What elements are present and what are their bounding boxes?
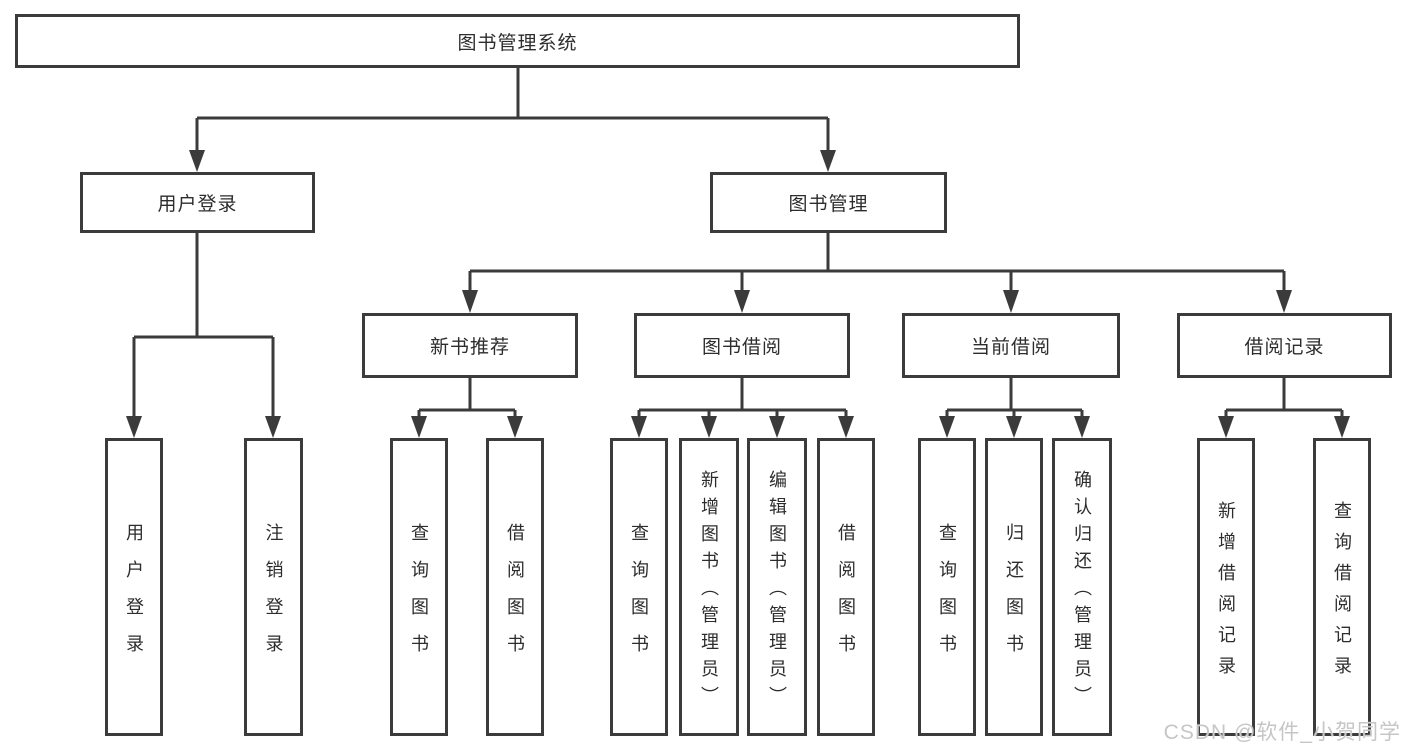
leaf-user-login: 用户登录 <box>105 438 163 736</box>
leaf-label: 归还图书 <box>1004 522 1024 671</box>
arrow-down-icon <box>265 416 281 438</box>
leaf-query-borrow-record: 查询借阅记录 <box>1313 438 1371 736</box>
arrow-down-icon <box>1074 416 1090 438</box>
leaf-confirm-return-admin: 确认归还（管理员） <box>1052 438 1112 736</box>
arrow-down-icon <box>1006 416 1022 438</box>
arrow-down-icon <box>462 290 478 313</box>
node-book-management: 图书管理 <box>710 172 947 233</box>
leaf-label: 查询图书 <box>409 522 429 671</box>
leaf-add-borrow-record: 新增借阅记录 <box>1197 438 1255 736</box>
node-new-book-recommend: 新书推荐 <box>362 313 578 378</box>
node-label: 图书管理系统 <box>457 32 578 54</box>
csdn-watermark: CSDN @软件_小贺同学 <box>1163 721 1401 744</box>
node-label: 借阅记录 <box>1244 337 1325 358</box>
arrow-down-icon <box>1276 290 1292 313</box>
arrow-down-icon <box>631 416 647 438</box>
arrow-down-icon <box>939 416 955 438</box>
leaf-return-books: 归还图书 <box>985 438 1043 736</box>
leaf-label: 查询图书 <box>629 522 649 671</box>
leaf-label: 借阅图书 <box>505 522 525 671</box>
leaf-label: 查询图书 <box>937 522 957 671</box>
node-label: 图书管理 <box>788 194 869 215</box>
leaf-label: 新增图书（管理员） <box>699 470 719 713</box>
node-current-borrow: 当前借阅 <box>902 313 1120 378</box>
arrow-down-icon <box>701 416 717 438</box>
leaf-edit-books-admin: 编辑图书（管理员） <box>747 438 807 736</box>
leaf-borrow-books: 借阅图书 <box>817 438 875 736</box>
arrow-down-icon <box>838 416 854 438</box>
leaf-borrow-books-newbook: 借阅图书 <box>486 438 544 736</box>
leaf-label: 借阅图书 <box>836 522 856 671</box>
arrow-down-icon <box>769 416 785 438</box>
arrow-down-icon <box>820 150 836 172</box>
leaf-label: 查询借阅记录 <box>1332 500 1352 687</box>
node-book-borrow: 图书借阅 <box>634 313 850 378</box>
node-user-login: 用户登录 <box>80 172 315 233</box>
leaf-query-books-borrow: 查询图书 <box>610 438 668 736</box>
node-borrow-records: 借阅记录 <box>1177 313 1392 378</box>
node-label: 用户登录 <box>157 194 238 215</box>
arrow-down-icon <box>1334 416 1350 438</box>
leaf-label: 编辑图书（管理员） <box>767 470 787 713</box>
arrow-down-icon <box>411 416 427 438</box>
leaf-logout: 注销登录 <box>244 438 303 736</box>
arrow-down-icon <box>507 416 523 438</box>
leaf-add-books-admin: 新增图书（管理员） <box>679 438 739 736</box>
arrow-down-icon <box>734 290 750 313</box>
arrow-down-icon <box>1003 290 1019 313</box>
node-label: 图书借阅 <box>701 337 782 358</box>
arrow-down-icon <box>1218 416 1234 438</box>
leaf-label: 用户登录 <box>124 522 144 671</box>
leaf-query-books-current: 查询图书 <box>918 438 976 736</box>
node-label: 当前借阅 <box>970 337 1051 358</box>
leaf-label: 注销登录 <box>263 522 284 671</box>
leaf-label: 确认归还（管理员） <box>1072 470 1092 713</box>
arrow-down-icon <box>126 416 142 438</box>
node-label: 新书推荐 <box>429 337 510 358</box>
leaf-label: 新增借阅记录 <box>1216 500 1236 687</box>
leaf-query-books-newbook: 查询图书 <box>390 438 448 736</box>
arrow-down-icon <box>189 150 205 172</box>
node-library-management-system: 图书管理系统 <box>15 14 1020 68</box>
